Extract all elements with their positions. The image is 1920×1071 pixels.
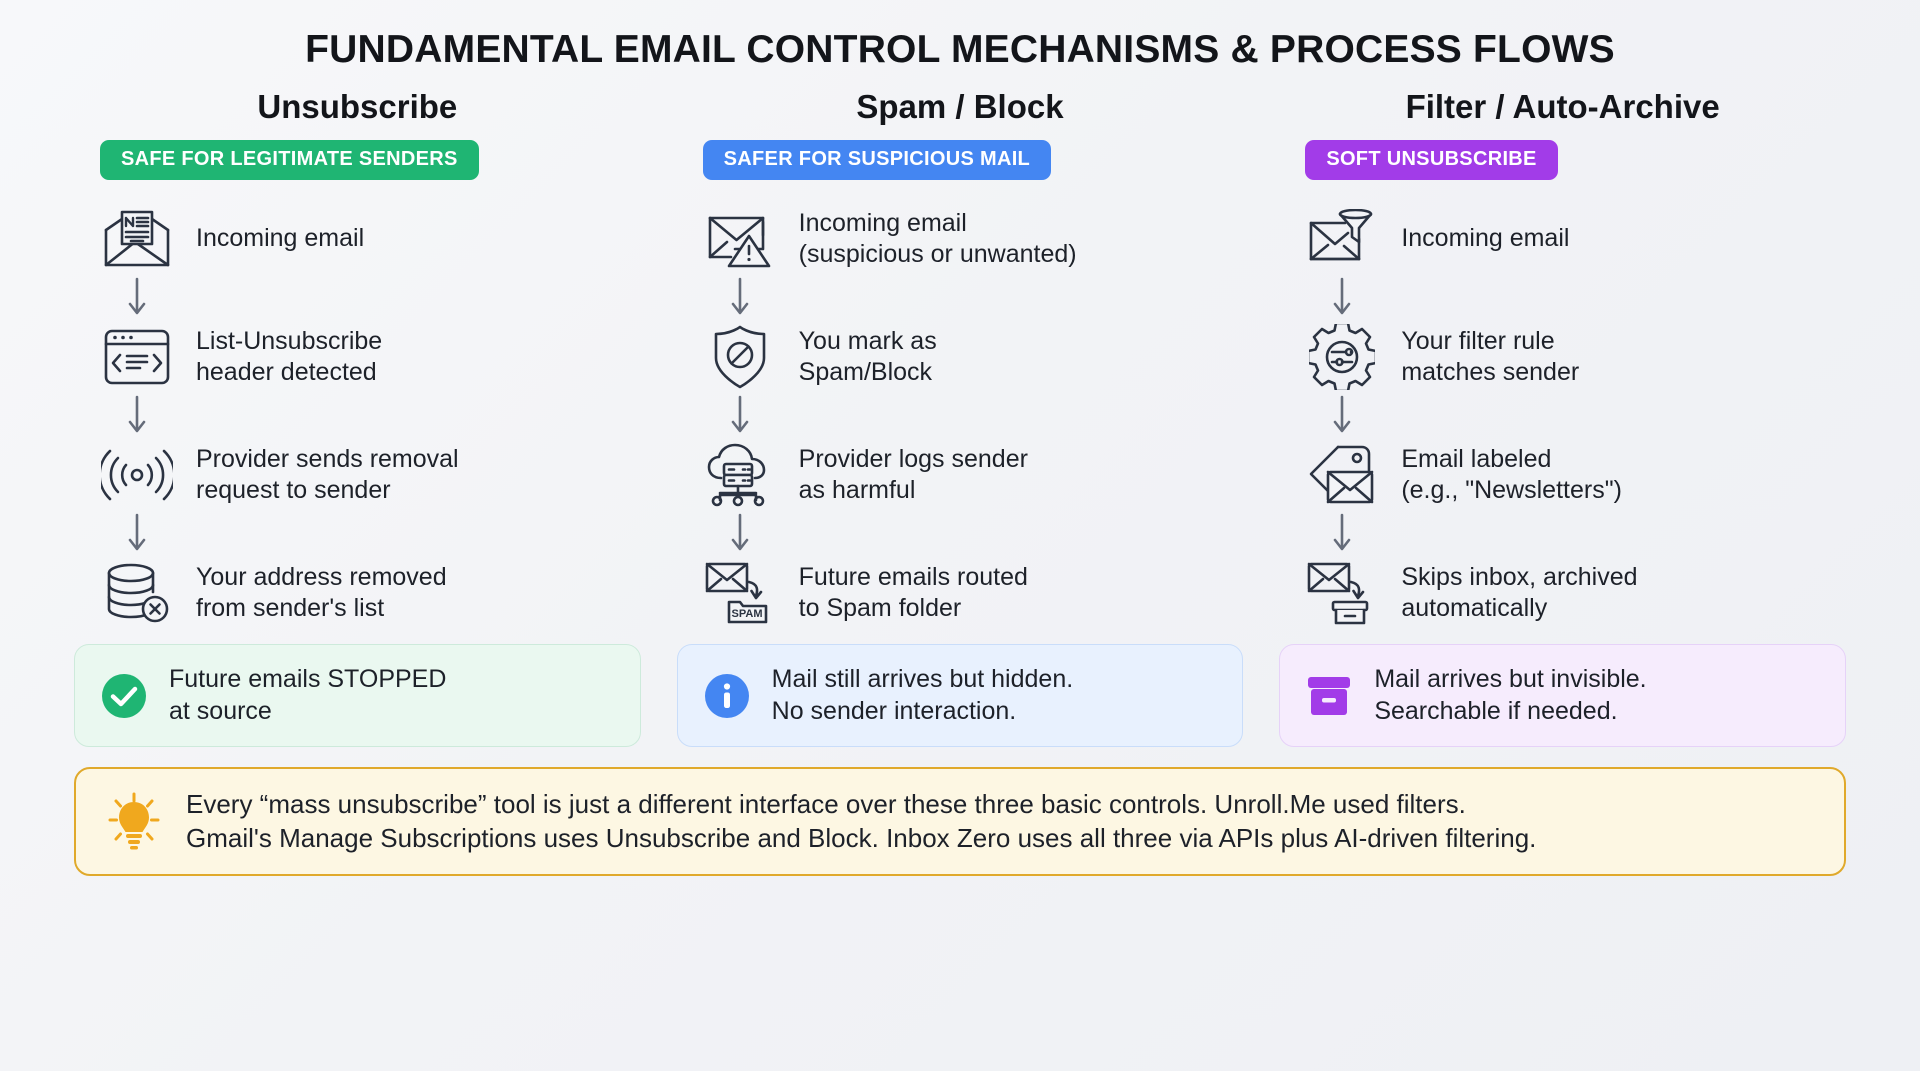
flow-step: Incoming email — [1305, 202, 1846, 276]
flow-unsubscribe: Incoming email — [74, 202, 641, 630]
outcome-text: Mail arrives but invisible. Searchable i… — [1374, 665, 1647, 725]
cloud-server-icon — [703, 438, 777, 512]
outcome-text: Future emails STOPPED at source — [169, 665, 447, 725]
flow-arrow-icon — [1305, 276, 1379, 320]
badge-row-filter-auto-archive: SOFT UNSUBSCRIBE — [1279, 140, 1846, 180]
outcome-cards-container: Future emails STOPPED at source Mail sti… — [56, 644, 1864, 747]
column-unsubscribe: Unsubscribe SAFE FOR LEGITIMATE SENDERS — [56, 88, 659, 630]
flow-step: Skips inbox, archived automatically — [1305, 556, 1846, 630]
badge-row-spam-block: SAFER FOR SUSPICIOUS MAIL — [677, 140, 1244, 180]
database-remove-icon — [100, 556, 174, 630]
flow-step-text: Future emails routed to Spam folder — [798, 562, 1028, 622]
outcome-card-spam-block: Mail still arrives but hidden. No sender… — [676, 644, 1244, 747]
column-heading-spam-block: Spam / Block — [856, 88, 1064, 125]
shield-block-icon — [703, 320, 777, 394]
flow-arrow-icon — [703, 512, 777, 556]
outcome-text: Mail still arrives but hidden. No sender… — [771, 665, 1074, 725]
envelope-funnel-icon — [1305, 202, 1379, 276]
flow-step: Provider logs sender as harmful — [703, 438, 1244, 512]
flow-step-text: Provider sends removal request to sender — [196, 444, 459, 504]
outcome-wrap-unsubscribe: Future emails STOPPED at source — [56, 644, 659, 747]
flow-step: Incoming email — [100, 202, 641, 276]
column-filter-auto-archive: Filter / Auto-Archive SOFT UNSUBSCRIBE — [1261, 88, 1864, 630]
flow-step-text: Incoming email — [196, 224, 365, 253]
badge-safe-for-legitimate-senders: SAFE FOR LEGITIMATE SENDERS — [100, 140, 479, 180]
flow-step-text: Email labeled (e.g., "Newsletters") — [1401, 444, 1622, 504]
callout-text: Every “mass unsubscribe” tool is just a … — [186, 789, 1537, 854]
info-circle-icon — [702, 671, 752, 721]
flow-step-text: You mark as Spam/Block — [798, 326, 937, 386]
envelope-to-archive-box-icon — [1305, 556, 1379, 630]
flow-step: Incoming email (suspicious or unwanted) — [703, 202, 1244, 276]
badge-row-unsubscribe: SAFE FOR LEGITIMATE SENDERS — [74, 140, 641, 180]
envelope-warning-icon — [703, 202, 777, 276]
flow-arrow-icon — [1305, 394, 1379, 438]
flow-step-text: Your filter rule matches sender — [1401, 326, 1580, 386]
outcome-wrap-filter-auto-archive: Mail arrives but invisible. Searchable i… — [1261, 644, 1864, 747]
flow-step: List-Unsubscribe header detected — [100, 320, 641, 394]
column-heading-filter-auto-archive: Filter / Auto-Archive — [1405, 88, 1720, 125]
envelope-to-spam-folder-icon: SPAM — [703, 556, 777, 630]
check-circle-icon — [99, 671, 149, 721]
outcome-wrap-spam-block: Mail still arrives but hidden. No sender… — [659, 644, 1262, 747]
flow-step: You mark as Spam/Block — [703, 320, 1244, 394]
flow-spam-block: Incoming email (suspicious or unwanted) — [677, 202, 1244, 630]
badge-soft-unsubscribe: SOFT UNSUBSCRIBE — [1305, 140, 1558, 180]
newsletter-envelope-icon — [100, 202, 174, 276]
outcome-card-filter-auto-archive: Mail arrives but invisible. Searchable i… — [1279, 644, 1846, 747]
flow-step-text: List-Unsubscribe header detected — [196, 326, 383, 386]
broadcast-signal-icon — [100, 438, 174, 512]
flow-arrow-icon — [100, 276, 174, 320]
flow-step: Your address removed from sender's list — [100, 556, 641, 630]
tag-envelope-icon — [1305, 438, 1379, 512]
column-spam-block: Spam / Block SAFER FOR SUSPICIOUS MAIL — [659, 88, 1262, 630]
lightbulb-icon — [106, 790, 162, 852]
column-heading-unsubscribe: Unsubscribe — [257, 88, 458, 125]
columns-container: Unsubscribe SAFE FOR LEGITIMATE SENDERS — [56, 88, 1864, 630]
flow-arrow-icon — [703, 394, 777, 438]
badge-safer-for-suspicious-mail: SAFER FOR SUSPICIOUS MAIL — [702, 140, 1052, 180]
code-window-icon — [100, 320, 174, 394]
flow-step: SPAM Future emails routed to Spam folder — [703, 556, 1244, 630]
callout-banner: Every “mass unsubscribe” tool is just a … — [74, 767, 1846, 876]
flow-step-text: Your address removed from sender's list — [196, 562, 447, 622]
flow-step-text: Incoming email (suspicious or unwanted) — [798, 208, 1077, 268]
gear-sliders-icon — [1305, 320, 1379, 394]
flow-step: Email labeled (e.g., "Newsletters") — [1305, 438, 1846, 512]
page-title: FUNDAMENTAL EMAIL CONTROL MECHANISMS & P… — [305, 28, 1615, 71]
outcome-card-unsubscribe: Future emails STOPPED at source — [74, 644, 641, 747]
archive-box-icon — [1304, 671, 1354, 721]
flow-step-text: Incoming email — [1401, 224, 1570, 253]
flow-step: Your filter rule matches sender — [1305, 320, 1846, 394]
flow-filter-auto-archive: Incoming email — [1279, 202, 1846, 630]
spam-folder-label: SPAM — [731, 608, 762, 620]
flow-arrow-icon — [100, 394, 174, 438]
flow-arrow-icon — [100, 512, 174, 556]
flow-arrow-icon — [1305, 512, 1379, 556]
flow-step-text: Skips inbox, archived automatically — [1401, 562, 1638, 622]
flow-step-text: Provider logs sender as harmful — [798, 444, 1028, 504]
flow-arrow-icon — [703, 276, 777, 320]
flow-step: Provider sends removal request to sender — [100, 438, 641, 512]
